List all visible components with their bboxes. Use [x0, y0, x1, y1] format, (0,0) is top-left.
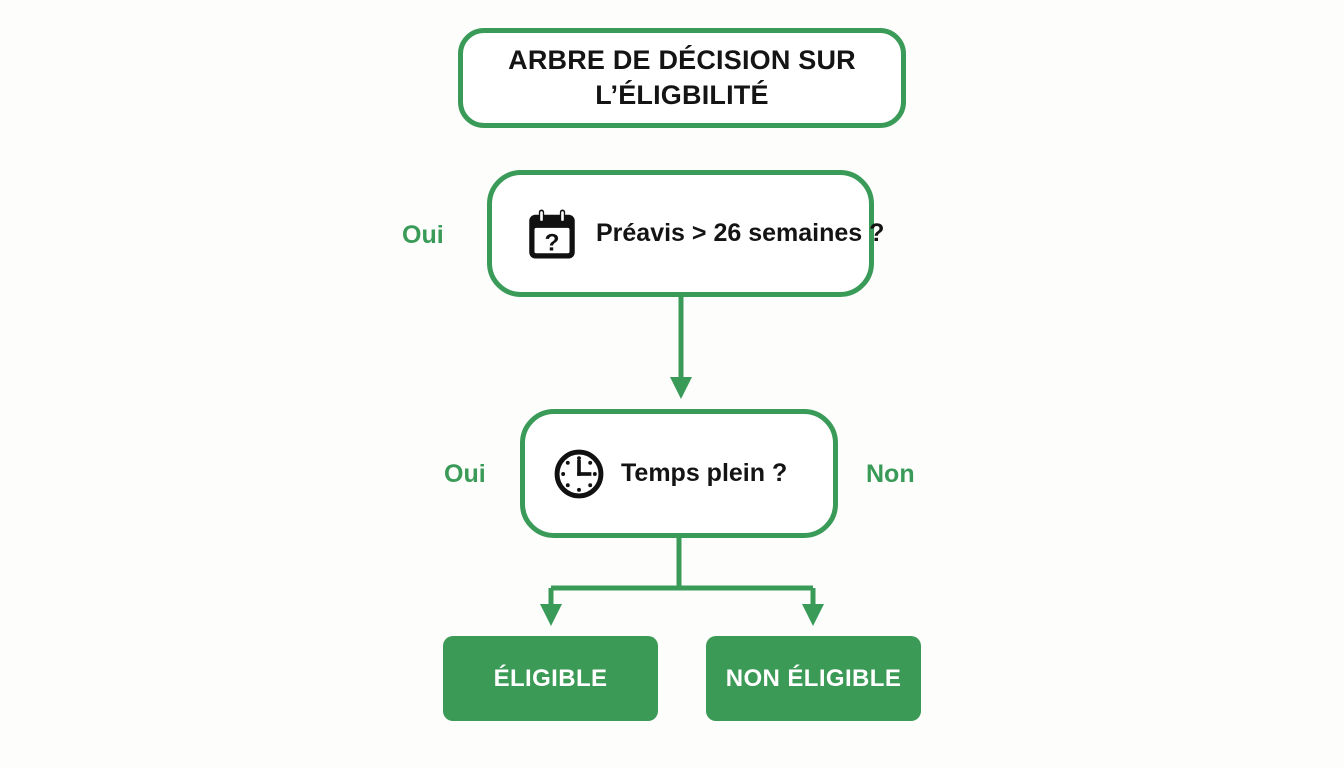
outcome-eligible[interactable]: ÉLIGIBLE	[443, 636, 658, 721]
branch-label-preavis-oui: Oui	[402, 221, 444, 249]
calendar-question-icon: ?	[524, 206, 580, 262]
outcome-non-eligible-label: NON ÉLIGIBLE	[725, 664, 902, 692]
branch-label-temps-plein-non: Non	[866, 460, 915, 488]
decision-node-preavis[interactable]: ? Préavis > 26 semaines ?	[487, 170, 884, 297]
outcome-non-eligible[interactable]: NON ÉLIGIBLE	[706, 636, 921, 721]
diagram-title-card: ARBRE DE DÉCISION SUR L’ÉLIGBILITÉ	[458, 28, 906, 128]
outcome-eligible-label: ÉLIGIBLE	[493, 664, 608, 692]
branch-label-temps-plein-oui: Oui	[444, 460, 486, 488]
clock-icon	[553, 448, 605, 500]
page-title: ARBRE DE DÉCISION SUR L’ÉLIGBILITÉ	[508, 45, 856, 110]
decision-node-temps-plein-label: Temps plein ?	[621, 459, 788, 487]
decision-node-preavis-label: Préavis > 26 semaines ?	[596, 219, 885, 247]
svg-text:?: ?	[545, 229, 560, 256]
decision-node-temps-plein[interactable]: Temps plein ?	[520, 409, 838, 538]
